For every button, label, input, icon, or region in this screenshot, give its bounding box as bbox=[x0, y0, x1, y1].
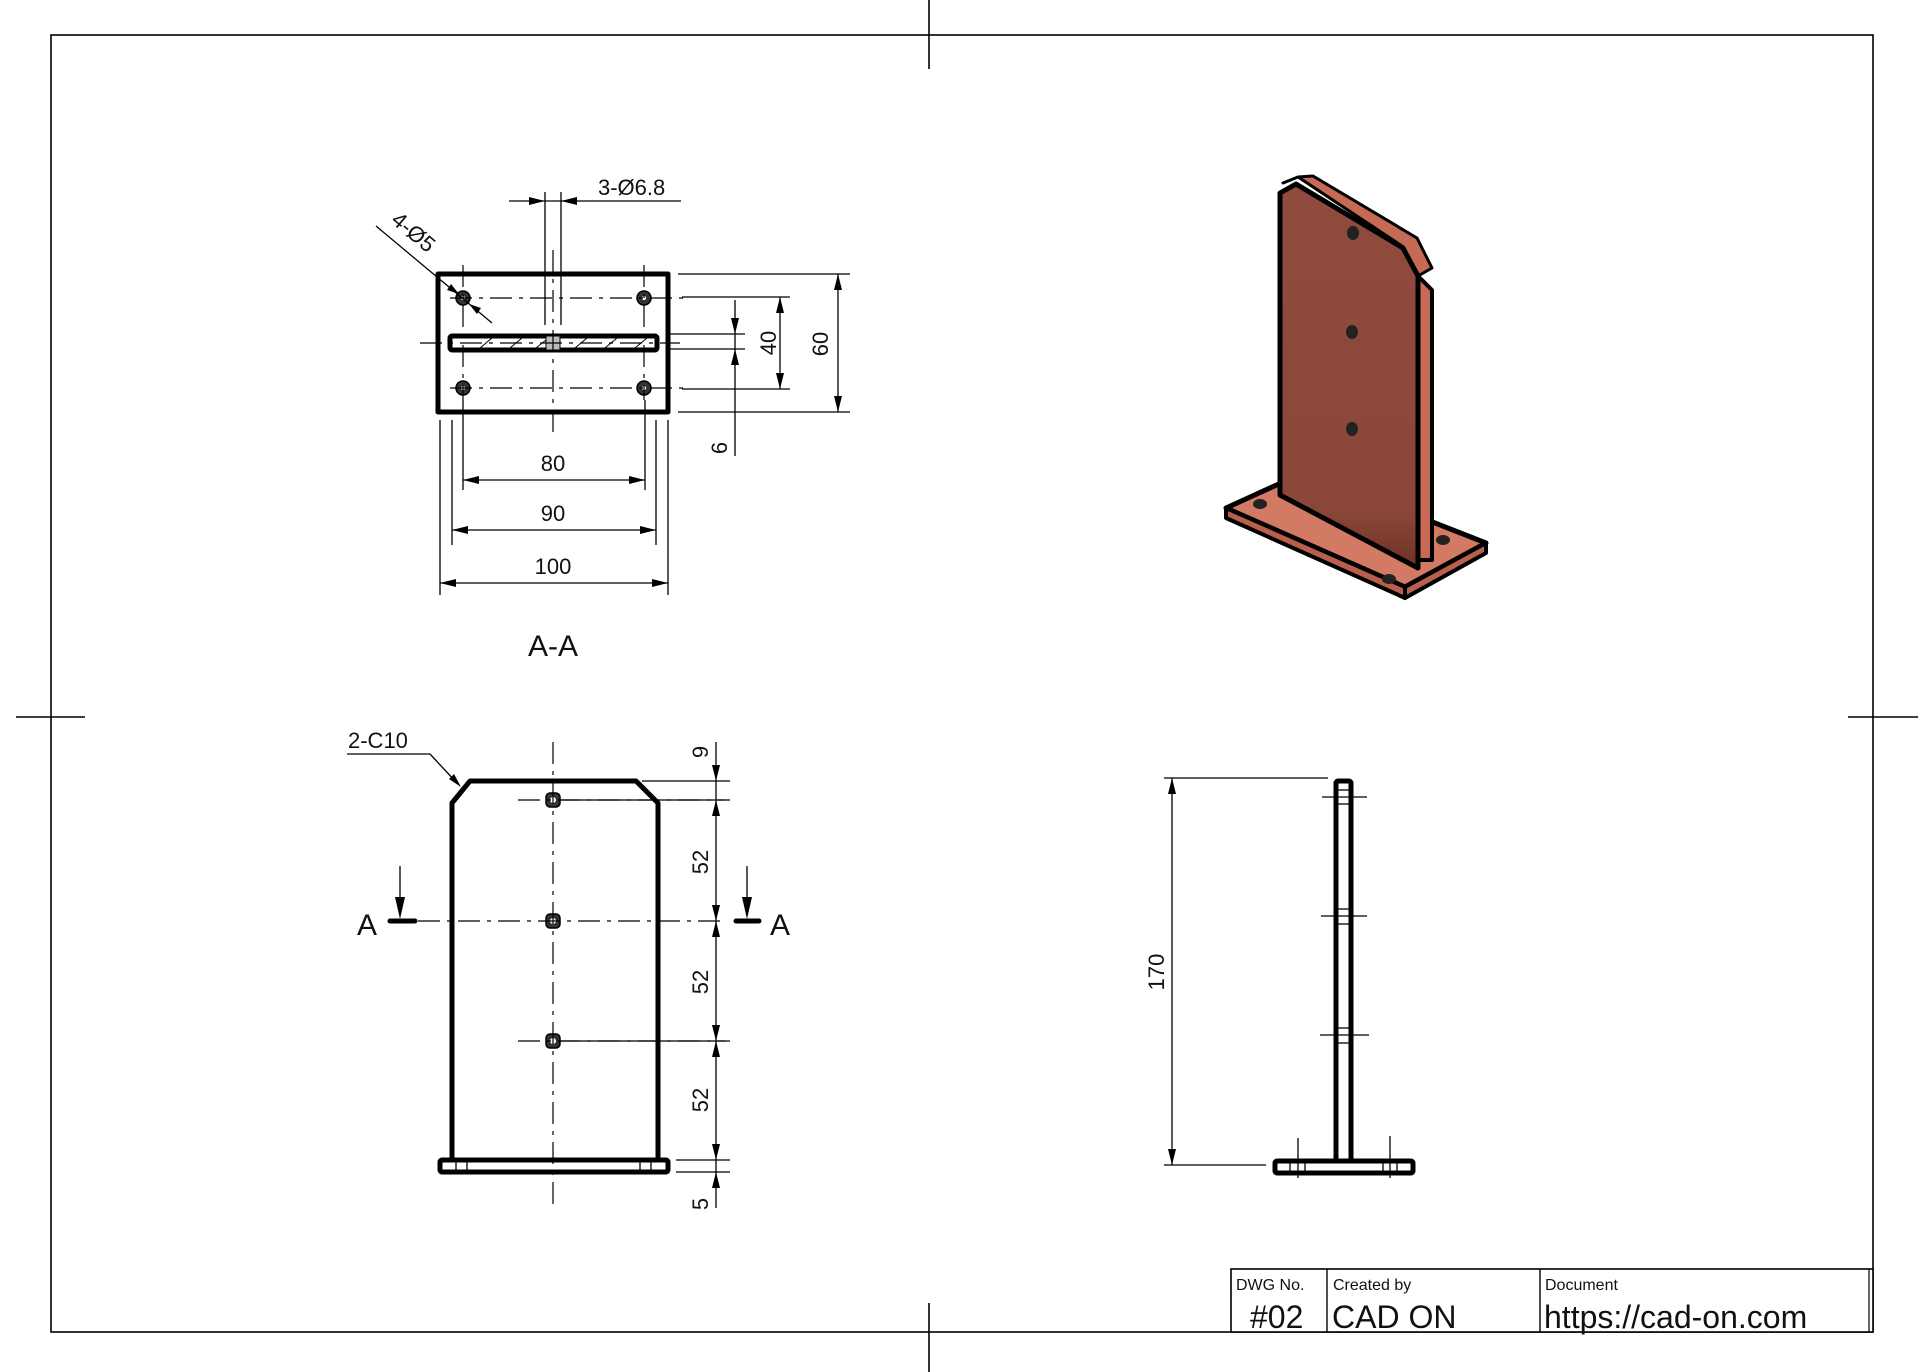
dim-hole-pitch-x: 80 bbox=[541, 451, 565, 476]
section-view-title: A-A bbox=[528, 630, 578, 663]
side-view: 170 bbox=[1144, 777, 1416, 1178]
callout-large-holes: 3-Ø6.8 bbox=[598, 175, 665, 200]
sheet-frame bbox=[16, 0, 1918, 1372]
isometric-3d-view bbox=[1223, 174, 1489, 600]
svg-text:A: A bbox=[357, 909, 377, 942]
document-label: Document bbox=[1545, 1277, 1618, 1294]
dim-overall-depth: 60 bbox=[808, 332, 833, 356]
created-by-value: CAD ON bbox=[1332, 1299, 1456, 1335]
dim-base-thickness: 5 bbox=[688, 1198, 713, 1210]
dim-pitch-3: 52 bbox=[688, 1088, 713, 1112]
dim-pitch-1: 52 bbox=[688, 850, 713, 874]
document-value[interactable]: https://cad-on.com bbox=[1544, 1299, 1807, 1335]
callout-small-holes: 4-Ø5 bbox=[387, 207, 441, 258]
title-block: DWG No. #02 Created by CAD ON Document h… bbox=[1230, 1268, 1874, 1335]
dim-plate-thickness: 6 bbox=[707, 442, 732, 454]
chamfer-callout: 2-C10 bbox=[348, 728, 408, 753]
dim-pitch-2: 52 bbox=[688, 970, 713, 994]
section-marker-left: A bbox=[357, 866, 418, 942]
dim-overall-width: 100 bbox=[535, 554, 572, 579]
dim-hole-pitch-y: 40 bbox=[756, 331, 781, 355]
dim-overall-height: 170 bbox=[1144, 954, 1169, 991]
svg-text:A: A bbox=[770, 909, 790, 942]
section-marker-right: A bbox=[733, 866, 790, 942]
dim-inner-width: 90 bbox=[541, 501, 565, 526]
front-view: 2-C10 A A 9 52 52 52 5 bbox=[347, 728, 790, 1210]
dwg-no-value: #02 bbox=[1250, 1299, 1303, 1335]
section-view-a-a: 3-Ø6.8 4-Ø5 60 40 6 80 bbox=[375, 175, 850, 663]
created-by-label: Created by bbox=[1333, 1277, 1411, 1294]
dwg-no-label: DWG No. bbox=[1236, 1277, 1304, 1294]
dim-top-offset: 9 bbox=[688, 746, 713, 758]
